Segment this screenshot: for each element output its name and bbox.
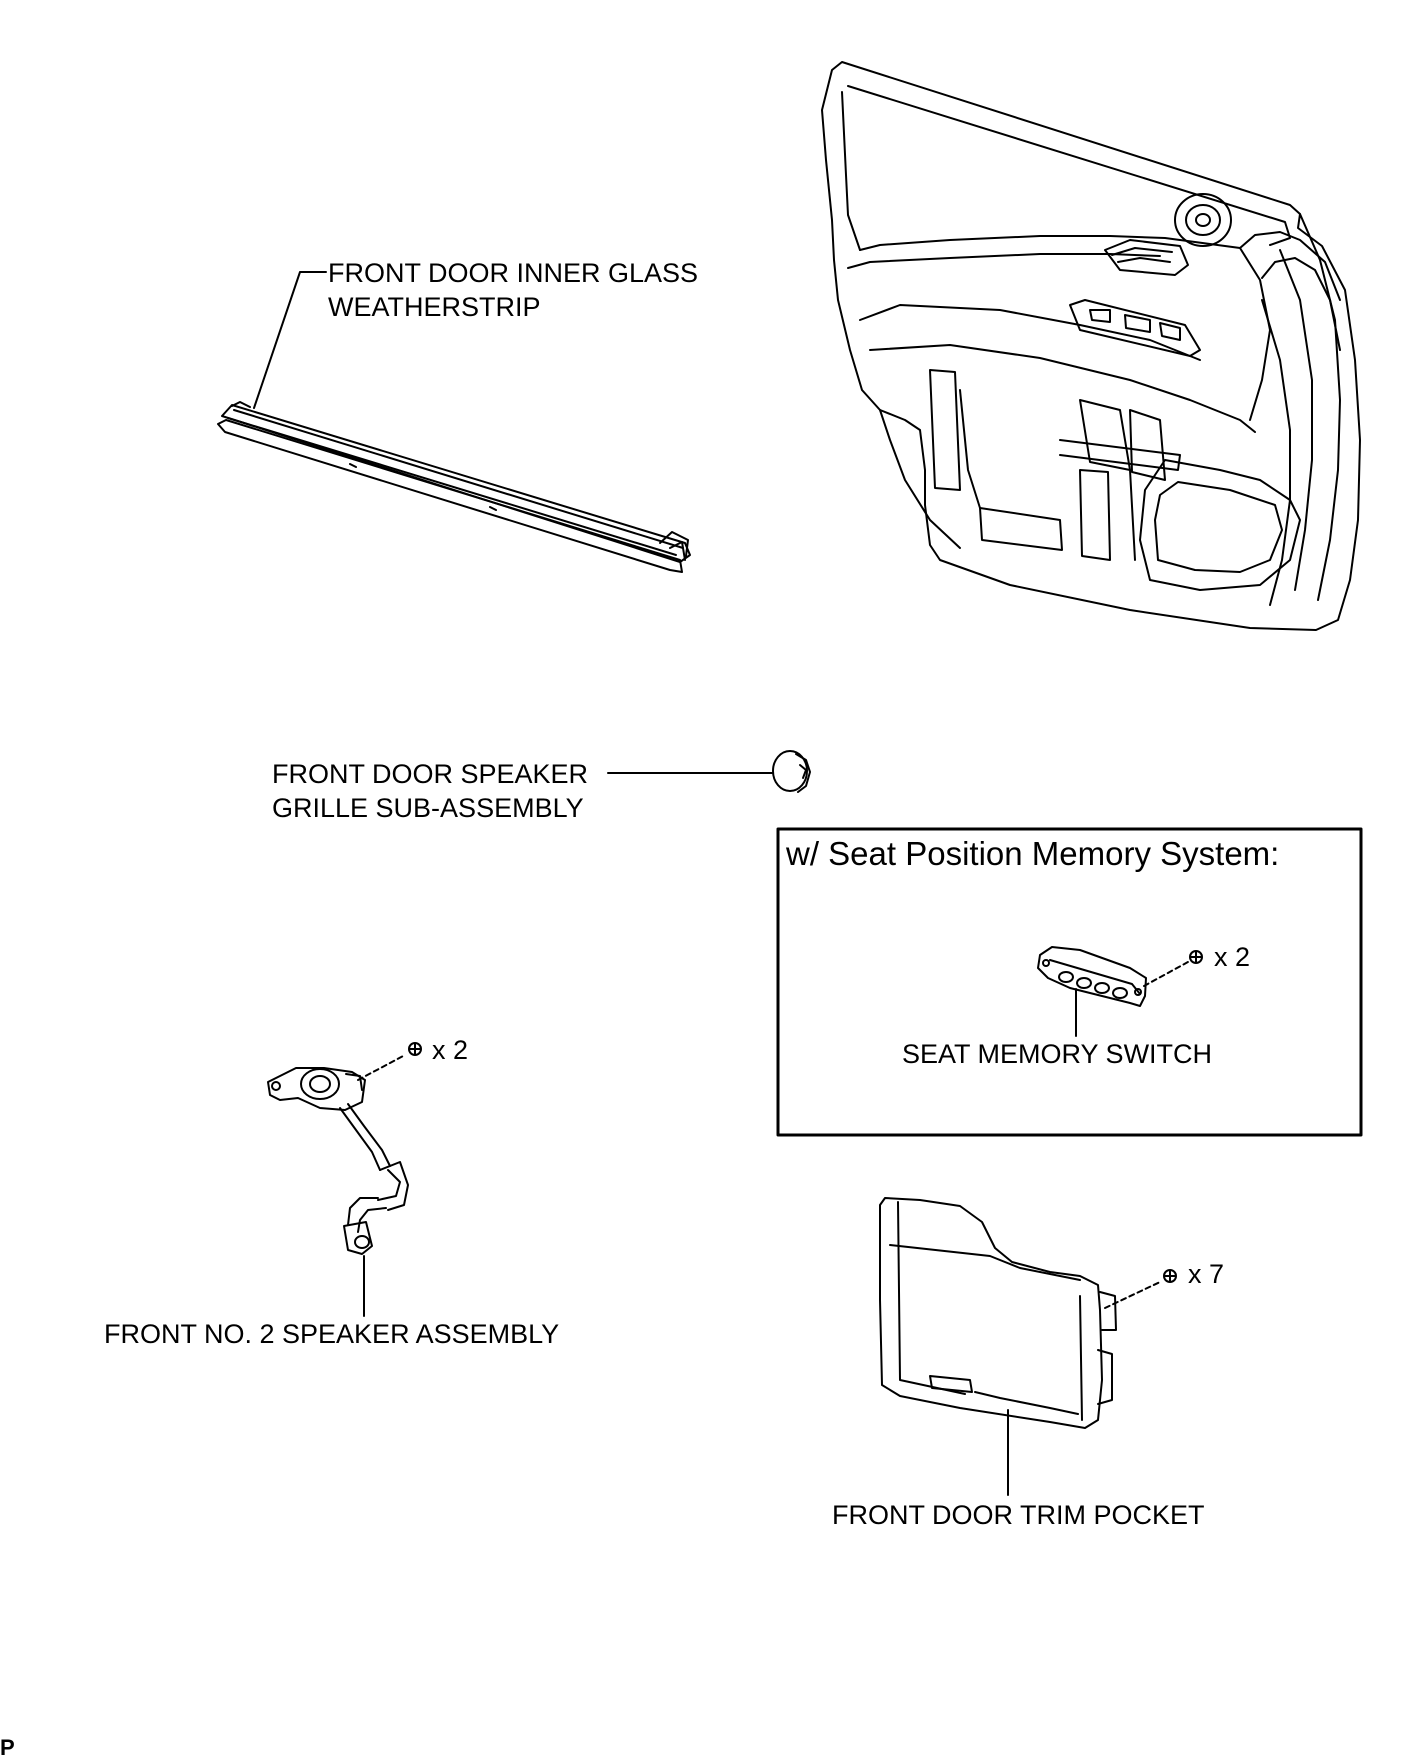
- front-speaker-label: FRONT NO. 2 SPEAKER ASSEMBLY: [104, 1319, 560, 1349]
- grille-label-line2: GRILLE SUB-ASSEMBLY: [272, 793, 584, 823]
- weatherstrip-leader-line: [253, 271, 327, 409]
- corner-mark: P: [0, 1735, 15, 1760]
- pocket-screw-quantity: x 7: [1188, 1259, 1225, 1289]
- pocket-screw-dashed-line: [1104, 1281, 1161, 1309]
- screw-icon: [1189, 950, 1203, 964]
- inset-title: w/ Seat Position Memory System:: [786, 835, 1280, 872]
- weatherstrip-label-line2: WEATHERSTRIP: [328, 292, 541, 322]
- speaker-grille-drawing: [772, 750, 811, 793]
- trim-pocket-drawing: [879, 1197, 1117, 1429]
- speaker-screw-quantity: x 2: [432, 1035, 469, 1065]
- weatherstrip-drawing: [217, 401, 691, 573]
- door-trim-panel-drawing: [821, 61, 1361, 631]
- inset-box-border: [776, 827, 1363, 1137]
- switch-screw-quantity: x 2: [1214, 942, 1251, 972]
- switch-screw-dashed-line: [1143, 961, 1189, 987]
- screw-icon: [1163, 1269, 1177, 1283]
- grille-label-line1: FRONT DOOR SPEAKER: [272, 759, 589, 789]
- screw-icon: [408, 1042, 422, 1056]
- weatherstrip-label-line1: FRONT DOOR INNER GLASS: [328, 258, 699, 288]
- trim-pocket-label: FRONT DOOR TRIM POCKET: [832, 1500, 1205, 1530]
- seat-memory-switch-label: SEAT MEMORY SWITCH: [902, 1039, 1213, 1069]
- front-speaker-assembly-drawing: [267, 1067, 409, 1255]
- speaker-screw-dashed-line: [357, 1054, 406, 1081]
- seat-memory-switch-drawing: [1037, 946, 1147, 1007]
